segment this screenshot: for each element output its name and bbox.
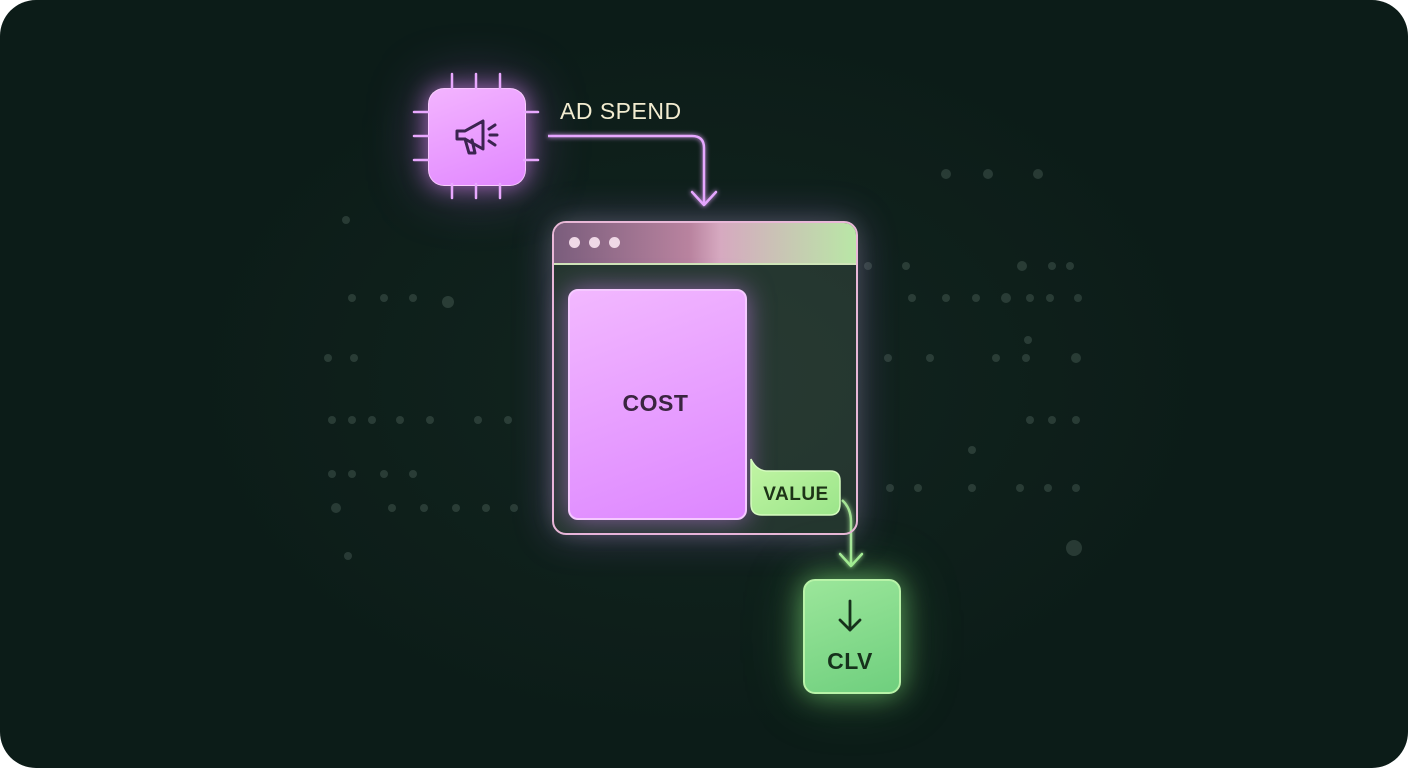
value-node xyxy=(750,458,841,516)
window-dot-icon xyxy=(569,237,580,248)
clv-label: CLV xyxy=(827,648,873,674)
arrow-down-icon xyxy=(838,599,862,632)
cost-label: COST xyxy=(622,390,689,416)
megaphone-icon xyxy=(455,119,499,155)
ad-spend-node xyxy=(428,88,526,186)
value-label: VALUE xyxy=(763,484,829,505)
window-title-bar xyxy=(554,223,856,265)
clv-node xyxy=(803,579,901,694)
window-dot-icon xyxy=(609,237,620,248)
ad-spend-label: AD SPEND xyxy=(560,98,682,124)
cost-node xyxy=(568,289,747,520)
window-dot-icon xyxy=(589,237,600,248)
